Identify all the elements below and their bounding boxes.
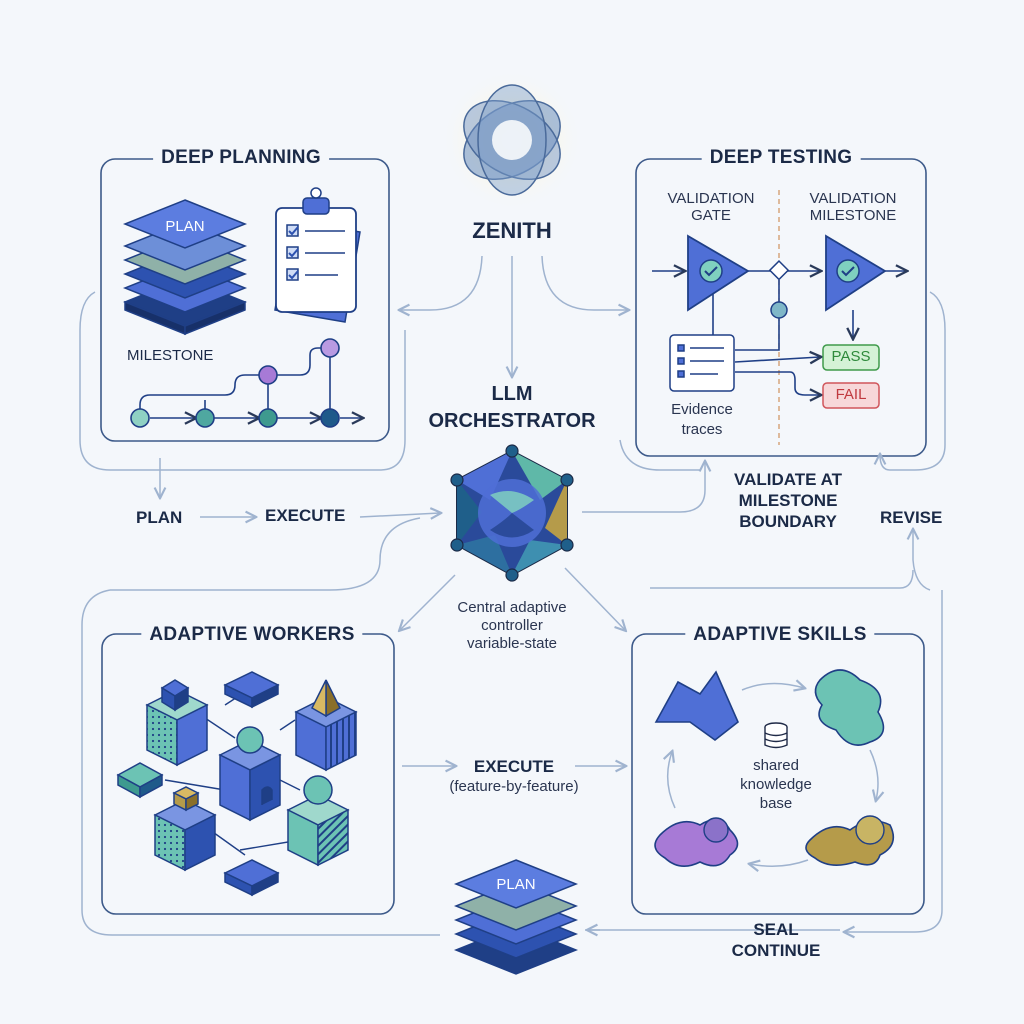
decision-diamond	[768, 260, 790, 281]
worker-hatched-cube-icon	[286, 775, 350, 867]
orchestrator-title-1: LLM	[491, 383, 533, 405]
adaptive-workers-title: ADAPTIVE WORKERS	[141, 624, 363, 646]
worker-small-tile-icon	[116, 762, 164, 799]
execute-workers-label: EXECUTE	[473, 757, 555, 776]
deep-testing-title: DEEP TESTING	[701, 147, 861, 169]
bottom-plan-stack-icon	[453, 859, 579, 975]
worker-house-cube-icon	[218, 726, 282, 822]
plan-stack-label: PLAN	[165, 218, 205, 235]
junction-node	[770, 301, 788, 319]
validate-label-2: MILESTONE	[738, 491, 838, 510]
database-icon	[764, 722, 788, 749]
pass-label: PASS	[831, 348, 871, 365]
evidence-traces-icon	[669, 334, 735, 392]
execute-workers-sublabel: (feature-by-feature)	[449, 778, 579, 795]
milestone-label: MILESTONE	[127, 347, 214, 364]
validation-gate-label-1: VALIDATION	[667, 190, 755, 207]
flow-connectors	[110, 439, 705, 766]
validation-gate-label-2: GATE	[691, 207, 731, 224]
outer-loop-connectors	[79, 291, 946, 935]
validate-label-1: VALIDATE AT	[734, 470, 842, 489]
skill-olive-shape-icon	[805, 815, 895, 866]
skill-purple-shape-icon	[654, 817, 739, 867]
evidence-label-1: Evidence	[671, 401, 733, 418]
fail-label: FAIL	[835, 386, 867, 403]
testing-flow-lines	[652, 271, 906, 395]
validation-gate-icon	[687, 234, 750, 312]
skills-cycle-arrows	[668, 683, 878, 866]
worker-bottom-tile-icon	[223, 859, 280, 897]
orchestrator-caption-2: controller	[481, 617, 543, 634]
worker-small-cube-dotted-icon	[153, 786, 217, 872]
revise-label: REVISE	[880, 508, 943, 527]
evidence-label-2: traces	[681, 421, 723, 438]
fail-badge	[822, 382, 880, 409]
orchestrator-caption-1: Central adaptive	[457, 599, 567, 616]
validation-milestone-icon	[825, 234, 887, 312]
plan-stack-icon	[122, 199, 248, 336]
skill-teal-shape-icon	[814, 669, 885, 746]
worker-tile-icon	[223, 671, 280, 709]
skill-blue-shape-icon	[654, 670, 739, 742]
worker-pyramid-cube-icon	[294, 679, 358, 772]
kb-label-2: knowledge	[740, 776, 812, 793]
validation-milestone-label-1: VALIDATION	[809, 190, 897, 207]
pass-badge	[822, 344, 880, 371]
zenith-orb-icon	[442, 70, 582, 210]
orchestrator-title-2: ORCHESTRATOR	[428, 410, 596, 432]
deep-planning-title: DEEP PLANNING	[153, 147, 329, 169]
orchestrator-core-icon	[450, 444, 574, 582]
seal-label: SEAL	[753, 920, 799, 939]
flow-plan-label: PLAN	[136, 508, 183, 527]
clipboard-checklist-icon	[274, 187, 361, 323]
panel-adaptive-skills-frame	[631, 633, 925, 915]
bottom-plan-label: PLAN	[496, 876, 536, 893]
adaptive-skills-title: ADAPTIVE SKILLS	[685, 624, 875, 646]
zenith-title: ZENITH	[472, 218, 552, 243]
validation-milestone-label-2: MILESTONE	[809, 207, 897, 224]
orchestrator-caption-3: variable-state	[466, 635, 558, 652]
flow-execute-label: EXECUTE	[265, 506, 346, 525]
kb-label-1: shared	[753, 757, 799, 774]
continue-label: CONTINUE	[731, 941, 821, 960]
validate-label-3: BOUNDARY	[739, 512, 837, 531]
kb-label-3: base	[759, 795, 793, 812]
milestone-nodes	[130, 338, 340, 428]
zenith-connectors	[400, 255, 628, 376]
worker-cube-dotted-icon	[145, 679, 209, 767]
